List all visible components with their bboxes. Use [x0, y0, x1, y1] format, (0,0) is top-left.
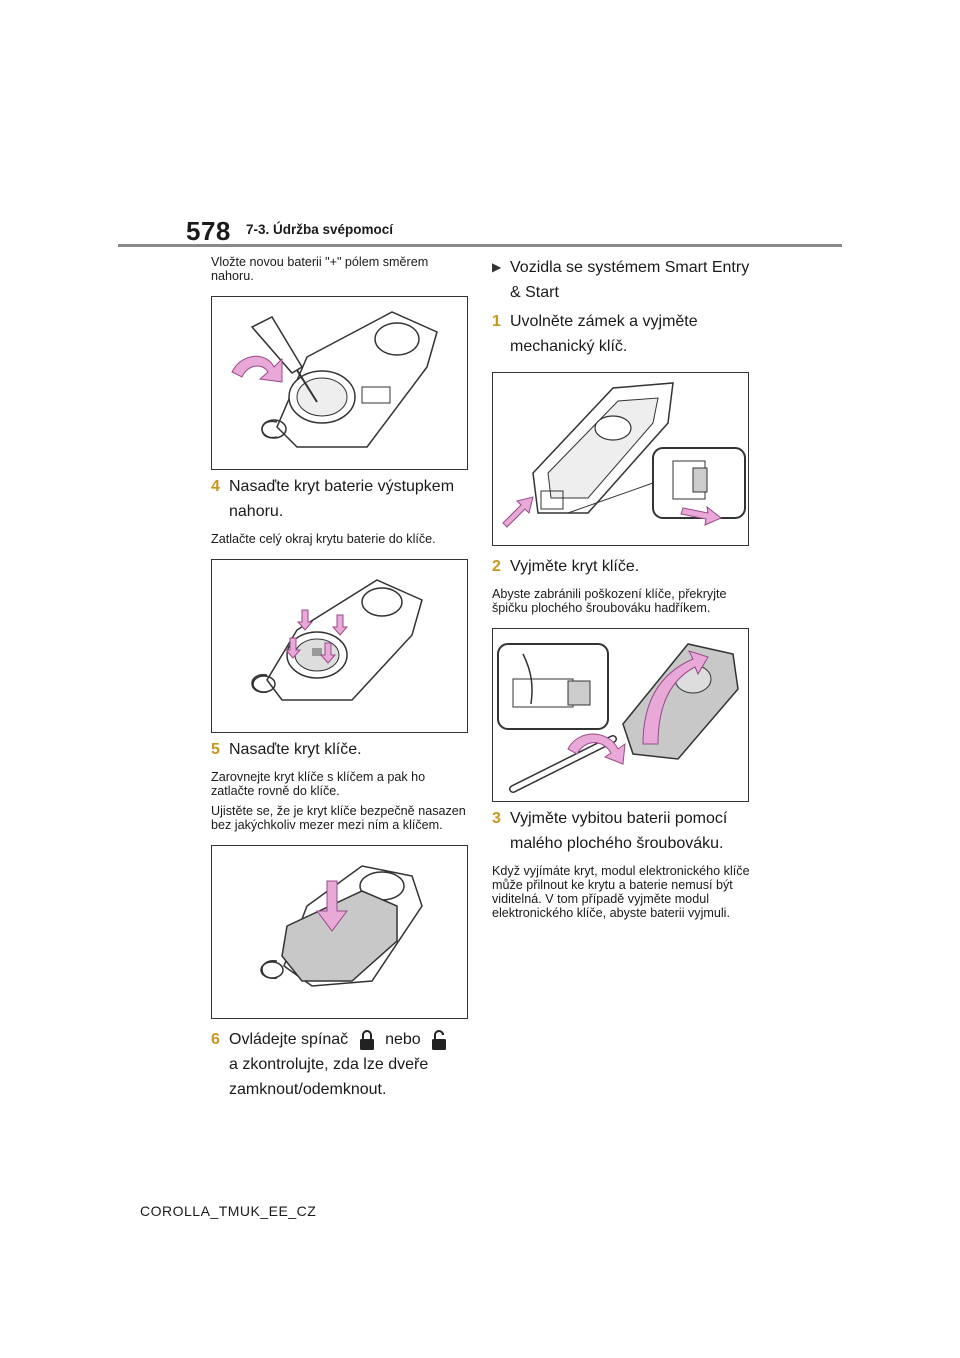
page-number: 578	[186, 216, 231, 246]
smart-entry-heading: ▶ Vozidla se systémem Smart Entry & Star…	[492, 255, 750, 305]
right-column: ▶ Vozidla se systémem Smart Entry & Star…	[492, 255, 750, 920]
figure-key-cover	[211, 845, 468, 1019]
smart-entry-heading-text: Vozidla se systémem Smart Entry & Start	[510, 259, 750, 301]
step-4-number: 4	[211, 478, 220, 495]
key-battery-insert-illustration	[231, 311, 438, 448]
figure-mechanical-key	[492, 372, 749, 546]
key-battery-cover-illustration	[251, 579, 423, 701]
step-3-note: Když vyjímáte kryt, modul elektronického…	[492, 864, 750, 920]
step-2-number: 2	[492, 558, 501, 575]
step-1-number: 1	[492, 313, 501, 330]
step-2: 2 Vyjměte kryt klíče.	[492, 554, 750, 579]
triangle-bullet-icon: ▶	[492, 260, 502, 274]
step-2-text: Vyjměte kryt klíče.	[510, 558, 640, 575]
lock-icon	[359, 1029, 374, 1050]
intro-note: Vložte novou baterii "+" pólem směrem na…	[211, 255, 429, 283]
step-6-text-b: nebo	[385, 1031, 421, 1048]
smart-key-release-illustration	[502, 382, 746, 528]
step-4-note: Zatlačte celý okraj krytu baterie do klí…	[211, 532, 436, 546]
key-cover-illustration	[260, 865, 423, 987]
step-4-text: Nasaďte kryt baterie výstupkem nahoru.	[229, 478, 455, 520]
step-3-number: 3	[492, 810, 501, 827]
step-5-note-a: Zarovnejte kryt klíče s klíčem a pak ho …	[211, 770, 426, 798]
step-5: 5 Nasaďte kryt klíče.	[211, 737, 469, 762]
step-4: 4 Nasaďte kryt baterie výstupkem nahoru.	[211, 474, 469, 524]
unlock-icon	[432, 1029, 447, 1050]
step-5-number: 5	[211, 741, 220, 758]
section-title: 7-3. Údržba svépomocí	[246, 222, 394, 237]
step-5-text: Nasaďte kryt klíče.	[229, 741, 362, 758]
figure-insert-battery	[211, 296, 468, 470]
step-3-text: Vyjměte vybitou baterii pomocí malého pl…	[510, 810, 728, 852]
step-1-text: Uvolněte zámek a vyjměte mechanický klíč…	[510, 313, 698, 355]
step-6: 6 Ovládejte spínač nebo a zkontrolujte, …	[211, 1027, 469, 1102]
step-6-number: 6	[211, 1031, 220, 1048]
step-6-text-a: Ovládejte spínač	[229, 1031, 349, 1048]
step-1: 1 Uvolněte zámek a vyjměte mechanický klí…	[492, 309, 750, 359]
footer-doc-code: COROLLA_TMUK_EE_CZ	[140, 1203, 317, 1219]
step-5-note-b: Ujistěte se, že je kryt klíče bezpečně n…	[211, 804, 466, 832]
step-2-note: Abyste zabránili poškození klíče, překry…	[492, 587, 727, 615]
step-6-text-c: a zkontrolujte, zda lze dveře zamknout/o…	[229, 1056, 429, 1098]
left-column: Vložte novou baterii "+" pólem směrem na…	[211, 255, 469, 1102]
step-3: 3 Vyjměte vybitou baterii pomocí malého p…	[492, 806, 750, 856]
figure-battery-cover	[211, 559, 468, 733]
header-rule	[118, 244, 842, 247]
figure-remove-cover	[492, 628, 749, 802]
smart-key-cover-remove-illustration	[497, 643, 739, 793]
